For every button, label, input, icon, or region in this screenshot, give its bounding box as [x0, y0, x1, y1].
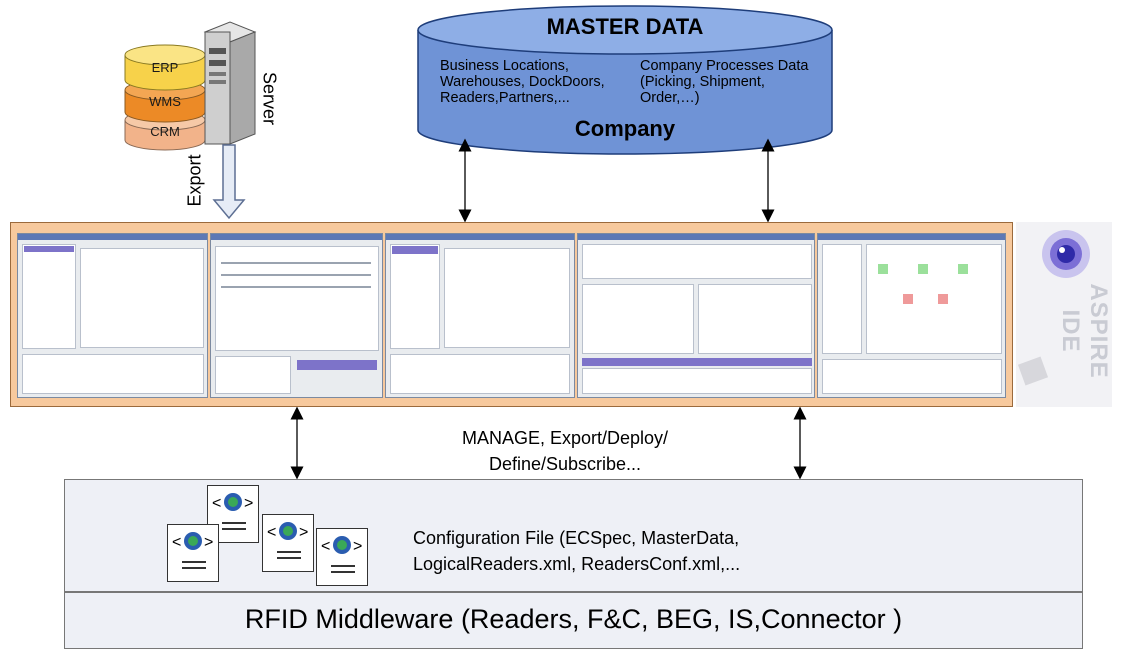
aspire-ide-band: [10, 222, 1013, 407]
aspire-ide-logo: [1016, 222, 1112, 407]
aspire-logo-text: ASPIRE IDE: [1057, 283, 1112, 379]
master-data-processes: Company Processes Data (Picking, Shipmen…: [640, 58, 809, 106]
xml-file-icon: <>: [316, 528, 368, 586]
database-stack: [124, 44, 206, 151]
configuration-file-label: Configuration File (ECSpec, MasterData, …: [413, 525, 873, 577]
ide-screenshot-1: [17, 233, 208, 398]
manage-label-line2: Define/Subscribe...: [488, 454, 642, 474]
ide-screenshot-3: [385, 233, 575, 398]
svg-text:>: >: [299, 524, 308, 541]
ide-screenshot-2: [210, 233, 383, 398]
xml-file-icon: <>: [262, 514, 314, 572]
manage-label-line1: MANAGE, Export/Deploy/: [461, 428, 669, 448]
server-icon: [203, 21, 257, 145]
svg-text:>: >: [244, 495, 253, 512]
ide-screenshot-4: [577, 233, 815, 398]
svg-text:<: <: [172, 534, 181, 551]
svg-text:<: <: [321, 538, 330, 555]
middleware-box: [64, 592, 1083, 649]
svg-text:>: >: [204, 534, 213, 551]
export-arrow: [212, 144, 246, 220]
rfid-middleware-label: RFID Middleware (Readers, F&C, BEG, IS,C…: [244, 604, 903, 634]
svg-text:<: <: [267, 524, 276, 541]
master-data-cylinder: [417, 5, 833, 155]
export-label: Export: [184, 154, 205, 207]
config-line1: Configuration File (ECSpec, MasterData,: [413, 528, 740, 548]
crm-label: CRM: [150, 124, 180, 139]
config-line2: LogicalReaders.xml, ReadersConf.xml,...: [413, 554, 741, 574]
master-data-locations: Business Locations, Warehouses, DockDoor…: [440, 58, 605, 106]
xml-file-icon: <>: [167, 524, 219, 582]
wms-label: WMS: [149, 94, 181, 109]
server-label: Server: [259, 71, 280, 125]
svg-text:>: >: [353, 538, 362, 555]
erp-label: ERP: [151, 60, 179, 75]
master-data-company: Company: [574, 116, 676, 141]
manage-label: MANAGE, Export/Deploy/ Define/Subscribe.…: [400, 425, 730, 477]
ide-screenshot-5: [817, 233, 1006, 398]
master-data-title: MASTER DATA: [546, 14, 704, 39]
svg-text:<: <: [212, 495, 221, 512]
